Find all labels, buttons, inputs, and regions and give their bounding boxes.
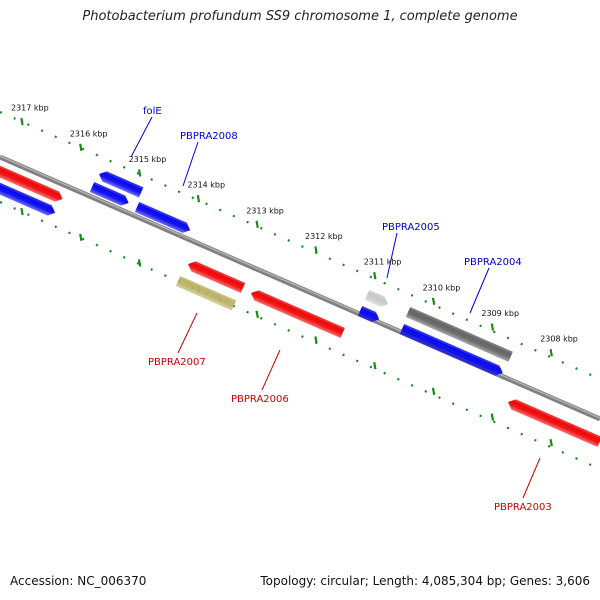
gene-label-PBPRA2005[interactable]: PBPRA2005 xyxy=(382,222,440,233)
leader-PBPRA2006 xyxy=(261,349,281,391)
gene-label-PBPRA2008[interactable]: PBPRA2008 xyxy=(180,131,238,142)
tick-label-2308: 2308 kbp xyxy=(540,335,578,344)
scale-tick-labels: 2317 kbp 2316 kbp 2315 kbp 2314 kbp 2313 kbp… xyxy=(11,104,578,344)
gene-label-folE[interactable]: folE xyxy=(143,106,162,117)
gene-PBPRA2004-gray[interactable] xyxy=(405,306,513,362)
scale-tick-2309-lower xyxy=(490,413,495,421)
leader-PBPRA2003 xyxy=(522,457,541,499)
gene-folE[interactable] xyxy=(97,168,144,198)
tick-label-2315: 2315 kbp xyxy=(129,155,167,164)
gene-PBPRA2007-red[interactable] xyxy=(186,258,246,294)
scale-ticks xyxy=(20,117,553,447)
gene-PBPRA2007[interactable] xyxy=(175,275,237,311)
genome-stats-text: Topology: circular; Length: 4,085,304 bp… xyxy=(260,574,590,588)
leader-folE xyxy=(130,116,153,158)
gene-PBPRA2008[interactable] xyxy=(134,201,193,235)
lower-scale-line xyxy=(0,200,600,471)
scale-tick-2317-upper xyxy=(20,117,24,126)
tick-label-2316: 2316 kbp xyxy=(70,129,108,138)
gene-label-PBPRA2004[interactable]: PBPRA2004 xyxy=(464,257,522,268)
accession-text: Accession: NC_006370 xyxy=(10,574,147,588)
gene-PBPRA2003[interactable] xyxy=(506,396,600,448)
scale-tick-2312-lower xyxy=(314,336,318,344)
leader-PBPRA2007 xyxy=(177,312,198,354)
scale-tick-2308-lower xyxy=(549,439,553,447)
scale-tick-2315-upper xyxy=(137,169,142,177)
scale-tick-2309-upper xyxy=(490,323,495,331)
gene-PBPRA2006[interactable] xyxy=(249,287,345,339)
scale-tick-2316-upper xyxy=(79,143,83,151)
gene-left-blue[interactable] xyxy=(0,174,58,218)
gene-label-PBPRA2007[interactable]: PBPRA2007 xyxy=(148,357,206,368)
tick-label-2309: 2309 kbp xyxy=(481,309,519,318)
gene-labels[interactable]: folE PBPRA2008PBPRA2005PBPRA2004PBPRA2007… xyxy=(143,106,552,513)
gene-blue-small[interactable] xyxy=(89,181,131,208)
tick-label-2310: 2310 kbp xyxy=(423,283,461,292)
leader-PBPRA2004 xyxy=(469,267,490,314)
tick-label-2317: 2317 kbp xyxy=(11,104,49,113)
label-leader-lines xyxy=(130,116,541,499)
scale-tick-2312-upper xyxy=(314,246,318,254)
scale-tick-2310-upper xyxy=(431,297,436,306)
scale-tick-2313-upper xyxy=(255,220,259,228)
gene-PBPRA2005[interactable] xyxy=(364,289,391,309)
scale-tick-2317-lower xyxy=(20,207,24,216)
gene-PBPRA2004[interactable] xyxy=(399,323,506,378)
gene-left-red-top[interactable] xyxy=(0,157,65,204)
map-title: Photobacterium profundum SS9 chromosome … xyxy=(82,9,518,24)
genome-axis xyxy=(0,154,600,422)
tick-label-2314: 2314 kbp xyxy=(187,181,225,190)
gene-features[interactable] xyxy=(0,157,600,448)
gene-label-PBPRA2006[interactable]: PBPRA2006 xyxy=(231,394,289,405)
tick-label-2312: 2312 kbp xyxy=(305,232,343,241)
scale-tick-2316-lower xyxy=(79,233,83,241)
scale-tick-2308-upper xyxy=(549,349,553,357)
tick-label-2311: 2311 kbp xyxy=(364,258,402,267)
scale-tick-2313-lower xyxy=(255,310,259,318)
leader-PBPRA2008 xyxy=(182,141,199,187)
gene-label-PBPRA2003[interactable]: PBPRA2003 xyxy=(494,502,552,513)
tick-label-2313: 2313 kbp xyxy=(246,206,284,215)
scale-tick-2311-lower xyxy=(373,361,377,370)
scale-tick-2310-lower xyxy=(431,387,436,396)
upper-scale-line xyxy=(0,110,600,381)
leader-PBPRA2005 xyxy=(386,232,398,279)
scale-tick-2315-lower xyxy=(137,259,142,267)
scale-tick-2311-upper xyxy=(373,271,377,280)
gene-PBPRA2005-blue[interactable] xyxy=(357,305,382,324)
scale-tick-2314-upper xyxy=(196,194,201,203)
